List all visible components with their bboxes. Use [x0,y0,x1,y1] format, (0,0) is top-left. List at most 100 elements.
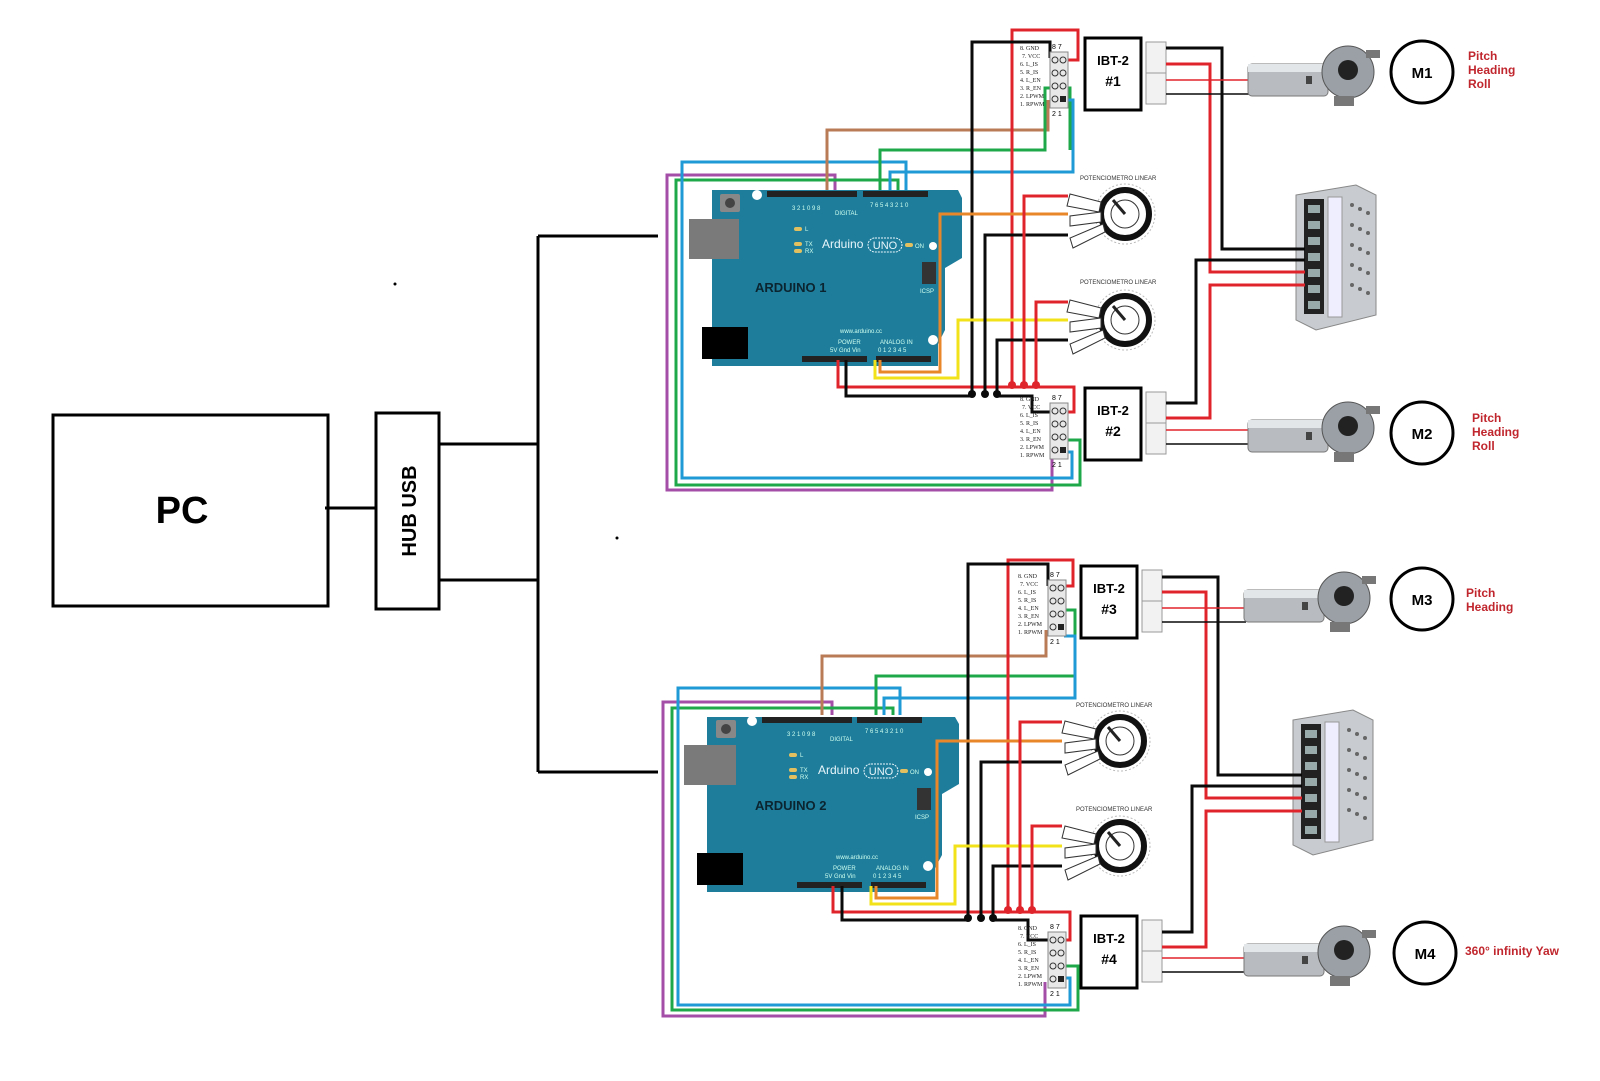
ibt2-3-header-bottom: 2 1 [1050,639,1060,646]
usb-hub-label: HUB USB [399,465,421,556]
motor-2-symbol: M2 Pitch Heading Roll [1389,400,1519,466]
arduino-1-digital-pins-high: 3 2 1 0 9 8 [792,206,821,212]
ibt2-1-number: #1 [1105,73,1121,89]
motor-2-axis-3: Roll [1472,439,1495,453]
arduino-1-l-led-label: L [805,227,809,233]
motor-1-label: M1 [1412,65,1433,82]
arduino-2-model: UNO [869,766,894,778]
svg-text:5. R_IS: 5. R_IS [1018,950,1036,956]
arduino-2-digital-pins-high: 3 2 1 0 9 8 [787,732,816,738]
ibt2-4-label: IBT-2 [1093,931,1125,946]
motor-3-image [1243,571,1377,633]
ibt2-1-header-bottom: 2 1 [1052,111,1062,118]
svg-text:6. L_IS: 6. L_IS [1018,942,1036,948]
motor-2-label: M2 [1412,426,1433,443]
svg-text:3. R_EN: 3. R_EN [1020,86,1042,92]
motor-4-symbol: M4 360° infinity Yaw [1392,920,1560,986]
arduino-1-analog-pins: 0 1 2 3 4 5 [878,348,907,354]
arduino-2-label: ARDUINO 2 [755,798,827,813]
motor-1-image [1247,45,1381,107]
arduino-2-digital-label: DIGITAL [830,737,854,743]
motor-3-label: M3 [1412,592,1433,609]
svg-text:6. L_IS: 6. L_IS [1018,590,1036,596]
ibt2-1-header-top: 8 7 [1052,44,1062,51]
potentiometer-1b-label: POTENCIOMETRO LINEAR [1080,280,1157,286]
ibt2-4-header-top: 8 7 [1050,924,1060,931]
svg-text:5. R_IS: 5. R_IS [1020,421,1038,427]
svg-text:2. LPWM: 2. LPWM [1020,445,1045,451]
arduino-1-brand: Arduino [822,237,864,251]
arduino-2-analog-label: ANALOG IN [876,866,909,872]
motor-3-symbol: M3 Pitch Heading [1389,566,1513,632]
arduino-2-power-pins: 5V Gnd Vin [825,874,856,880]
svg-text:3. R_EN: 3. R_EN [1018,614,1040,620]
svg-text:2. LPWM: 2. LPWM [1020,94,1045,100]
potentiometer-1a-label: POTENCIOMETRO LINEAR [1080,176,1157,182]
ibt2-4-header-bottom: 2 1 [1050,991,1060,998]
svg-text:7. VCC: 7. VCC [1020,582,1038,588]
motor-1-axis-1: Pitch [1468,49,1497,63]
svg-text:7. VCC: 7. VCC [1022,54,1040,60]
pc-box [51,413,330,608]
arduino-1-board: 3 2 1 0 9 8 7 6 5 4 3 2 1 0 DIGITAL L TX… [689,190,962,366]
motor-leads-1-2 [1166,79,1250,445]
psu-1-wires [1166,46,1305,420]
svg-text:1. RPWM: 1. RPWM [1018,630,1043,636]
hub-cables [439,234,658,774]
arduino-1-on-label: ON [915,244,924,250]
svg-text:2. LPWM: 2. LPWM [1018,974,1043,980]
svg-text:7. VCC: 7. VCC [1022,405,1040,411]
ibt2-2-header-top: 8 7 [1052,395,1062,402]
motor-4-image [1243,925,1377,987]
motor-4-axis-1: 360° infinity Yaw [1465,944,1560,958]
potentiometer-2a [1062,711,1150,775]
ibt2-2-label: IBT-2 [1097,403,1129,418]
potentiometer-2b-label: POTENCIOMETRO LINEAR [1076,807,1153,813]
svg-text:4. L_EN: 4. L_EN [1020,78,1041,84]
motor-2-axis-1: Pitch [1472,411,1501,425]
ibt2-2-number: #2 [1105,423,1121,439]
svg-text:5. R_IS: 5. R_IS [1018,598,1036,604]
arduino-1-site: www.arduino.cc [839,329,882,335]
svg-text:3. R_EN: 3. R_EN [1018,966,1040,972]
arduino-1-model: UNO [873,240,898,252]
ibt2-3-number: #3 [1101,601,1117,617]
motor-1-axis-2: Heading [1468,63,1515,77]
power-supply-2 [1292,709,1374,856]
arduino-2-tx-label: TX [800,768,808,774]
svg-text:8. GND: 8. GND [1018,574,1038,580]
motor-3-axis-2: Heading [1466,600,1513,614]
ibt2-2-header-bottom: 2 1 [1052,462,1062,469]
svg-text:3. R_EN: 3. R_EN [1020,437,1042,443]
svg-text:6. L_IS: 6. L_IS [1020,62,1038,68]
arduino-2-section: 3 2 1 0 9 8 7 6 5 4 3 2 1 0 DIGITAL L TX… [661,558,1153,1018]
motor-leads-3-4 [1162,607,1246,973]
potentiometer-1b [1067,290,1155,354]
arduino-1-digital-label: DIGITAL [835,211,859,217]
arduino-2-power-label: POWER [833,866,856,872]
arduino-2-digital-pins: 7 6 5 4 3 2 1 0 [865,729,904,735]
arduino-1-power-pins: 5V Gnd Vin [830,348,861,354]
arduino-1-tx-label: TX [805,242,813,248]
motor-1-symbol: M1 Pitch Heading Roll [1389,39,1515,105]
svg-text:8. GND: 8. GND [1020,397,1040,403]
potentiometer-2b [1062,816,1150,880]
arduino-2-brand: Arduino [818,763,860,777]
motor-4-label: M4 [1415,946,1436,963]
arduino-1-section: 3 2 1 0 9 8 7 6 5 4 3 2 1 0 DIGITAL L TX… [665,28,1157,492]
arduino-1-digital-pins: 7 6 5 4 3 2 1 0 [870,203,909,209]
potentiometer-2a-label: POTENCIOMETRO LINEAR [1076,703,1153,709]
svg-text:2. LPWM: 2. LPWM [1018,622,1043,628]
ibt2-3-header-top: 8 7 [1050,572,1060,579]
arduino-2-rx-label: RX [800,775,808,781]
svg-text:8. GND: 8. GND [1018,926,1038,932]
pc-label: PC [156,490,209,532]
arduino-2-on-label: ON [910,770,919,776]
arduino-1-power-label: POWER [838,340,861,346]
